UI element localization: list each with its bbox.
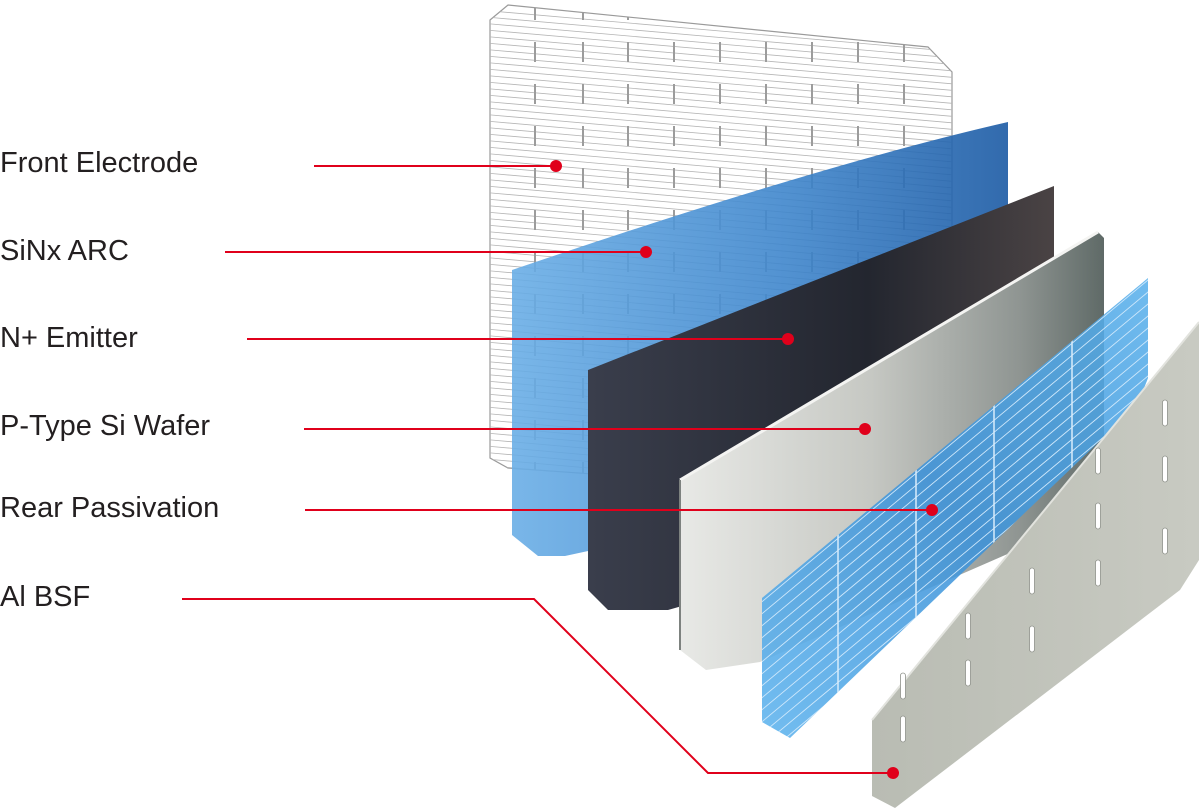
rear-grid-line [762,365,1148,717]
front-finger-line [490,94,952,137]
p-type-wafer-layer [679,230,1104,670]
marker-p-type-wafer [859,423,871,435]
leader-line-al-bsf [182,598,893,774]
front-finger-line [490,100,952,144]
front-finger-line [490,42,952,85]
rear-grid-line [762,305,1148,657]
rear-grid-line [762,341,1148,693]
al-contact-slot [1029,625,1035,653]
front-finger-line [490,87,952,131]
marker-front-electrode [550,160,562,172]
al-contact-slot [965,659,971,687]
front-finger-line [490,48,952,92]
al-contact-slot [1162,399,1168,427]
al-contact-slot [1162,527,1168,555]
label-al-bsf: Al BSF [0,581,91,613]
label-n-emitter: N+ Emitter [0,322,138,354]
front-finger-line [490,61,952,105]
rear-grid-line [762,389,1148,738]
al-contact-slot [1029,567,1035,595]
al-contact-slot [965,612,971,640]
leader-lines [182,165,932,774]
al-contact-slot [900,672,906,700]
label-rear-passivation: Rear Passivation [0,492,220,524]
marker-n-emitter [782,333,794,345]
al-contact-slot [1162,455,1168,483]
rear-grid-line [762,377,1148,729]
al-contact-slot [1095,502,1101,530]
al-bsf-layer [871,321,1199,808]
label-sinx-arc: SiNx ARC [0,235,129,267]
marker-rear-passivation [926,504,938,516]
rear-grid-line [762,329,1148,681]
front-finger-line [490,55,952,98]
rear-grid-line [762,278,1148,621]
marker-al-bsf [887,767,899,779]
al-contact-slot [1095,447,1101,475]
label-front-electrode: Front Electrode [0,147,199,179]
front-finger-line [490,9,952,53]
rear-grid-line [762,353,1148,705]
front-finger-line [490,16,952,59]
label-p-type-wafer: P-Type Si Wafer [0,410,211,442]
rear-grid-line [762,281,1148,633]
al-contact-slot [1095,559,1101,587]
rear-grid-line [762,293,1148,645]
marker-sinx-arc [640,246,652,258]
al-contact-slot [900,715,906,743]
leader-markers [550,160,938,779]
rear-grid-line [762,317,1148,669]
